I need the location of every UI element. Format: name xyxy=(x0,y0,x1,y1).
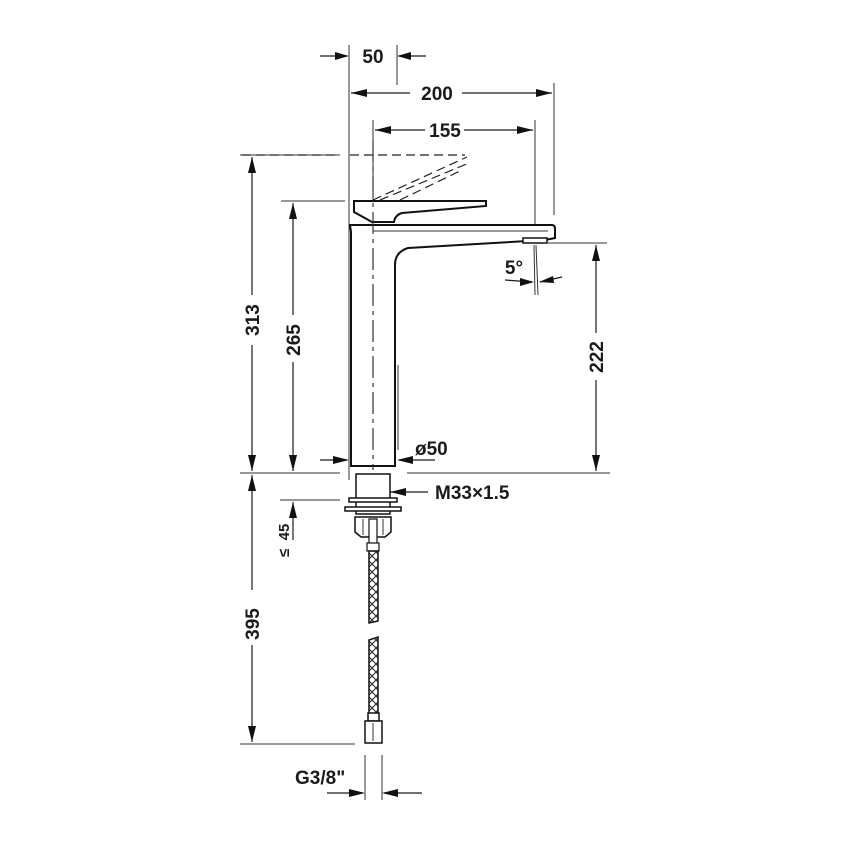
dim-label-g38: G3/8" xyxy=(295,768,345,789)
dimension-265: 265 xyxy=(281,200,345,471)
dim-label-265: 265 xyxy=(284,324,305,356)
dim-label-thread: M33×1.5 xyxy=(435,483,510,504)
dimension-max-45: 45 ≤ xyxy=(276,499,340,557)
dim-label-50: 50 xyxy=(362,47,383,68)
dim-label-200: 200 xyxy=(421,84,453,105)
faucet-body xyxy=(348,156,556,467)
dimension-222: 222 xyxy=(548,242,608,471)
dim-label-222: 222 xyxy=(587,341,608,373)
dim-label-45: 45 xyxy=(276,524,293,541)
flexible-hose xyxy=(364,550,383,744)
dimension-155: 155 xyxy=(372,120,536,230)
dimension-200: 200 xyxy=(351,83,555,215)
dim-label-395: 395 xyxy=(243,608,264,640)
dimension-diameter-50: ø50 xyxy=(320,439,448,464)
dim-label-diameter: ø50 xyxy=(415,439,448,460)
dimension-thread: M33×1.5 xyxy=(390,483,510,504)
dimension-g38: G3/8" xyxy=(295,755,422,800)
dimension-313: 313 xyxy=(240,154,340,474)
dimension-50: 50 xyxy=(320,45,426,480)
dim-label-5deg: 5° xyxy=(505,258,523,279)
threaded-shank xyxy=(344,473,402,552)
dimension-395: 395 xyxy=(240,475,355,745)
dim-label-155: 155 xyxy=(429,121,461,142)
dimension-angle-5: 5° xyxy=(505,244,563,296)
dim-label-313: 313 xyxy=(243,304,264,336)
dim-label-le-symbol: ≤ xyxy=(276,549,293,557)
